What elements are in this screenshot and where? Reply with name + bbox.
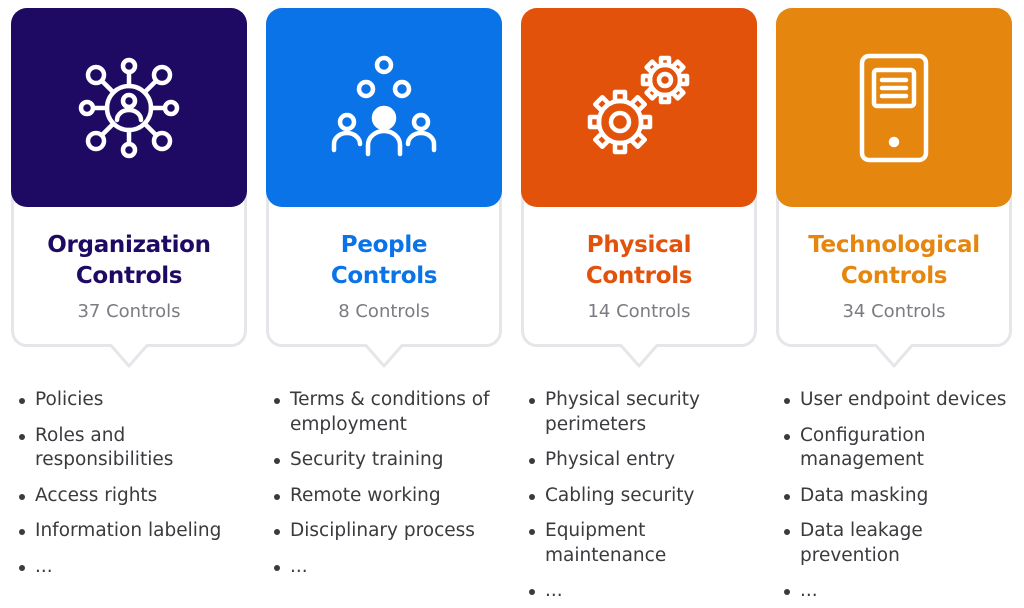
list-item: Remote working: [272, 484, 522, 509]
card-title-line2: Controls: [75, 263, 183, 289]
card-title-line1: Technological: [808, 232, 980, 258]
controls-count: 8 Controls: [338, 301, 430, 322]
card-title-line2: Controls: [330, 263, 438, 289]
list-item: Data leakage prevention: [782, 519, 960, 568]
list-item: ...: [272, 555, 522, 580]
list-item: Security training: [272, 448, 522, 473]
card-header: [521, 8, 757, 207]
card-header: [776, 8, 1012, 207]
controls-count: 34 Controls: [842, 301, 946, 322]
list-item: Equipment maintenance: [527, 519, 695, 568]
people-group-icon: [331, 55, 437, 156]
card-title-line1: Organization: [47, 232, 211, 258]
gears-icon: [587, 55, 690, 154]
list-item: ...: [527, 579, 777, 604]
list-item: Policies: [17, 388, 267, 413]
list-item: ...: [17, 555, 267, 580]
list-item: User endpoint devices: [782, 388, 1024, 413]
server-tower-icon: [859, 53, 929, 162]
list-item: Information labeling: [17, 519, 267, 544]
list-item: Access rights: [17, 484, 267, 509]
bullet-list: Policies Roles and responsibilities Acce…: [17, 388, 267, 590]
bullet-list: Physical security perimeters Physical en…: [527, 388, 777, 608]
card-title-line1: People: [340, 232, 428, 258]
list-item: Physical security perimeters: [527, 388, 725, 437]
list-item: Configuration management: [782, 424, 960, 473]
card-header: [11, 8, 247, 207]
card-title: Physical Controls: [521, 230, 757, 292]
list-item: Terms & conditions of employment: [272, 388, 522, 437]
bullet-list: Terms & conditions of employment Securit…: [272, 388, 522, 590]
bullet-list: User endpoint devices Configuration mana…: [782, 388, 1024, 608]
card-title: Organization Controls: [11, 230, 247, 292]
card-title-line1: Physical: [586, 232, 692, 258]
controls-count: 37 Controls: [77, 301, 181, 322]
card-title: People Controls: [266, 230, 502, 292]
list-item: Roles and responsibilities: [17, 424, 185, 473]
card-title-line2: Controls: [585, 263, 693, 289]
card-title: Technological Controls: [776, 230, 1012, 292]
controls-count: 14 Controls: [587, 301, 691, 322]
list-item: Cabling security: [527, 484, 777, 509]
card-title-line2: Controls: [840, 263, 948, 289]
card-header: [266, 8, 502, 207]
list-item: Physical entry: [527, 448, 777, 473]
list-item: Data masking: [782, 484, 1024, 509]
list-item: ...: [782, 579, 1024, 604]
network-hub-icon: [78, 57, 180, 158]
list-item: Disciplinary process: [272, 519, 522, 544]
